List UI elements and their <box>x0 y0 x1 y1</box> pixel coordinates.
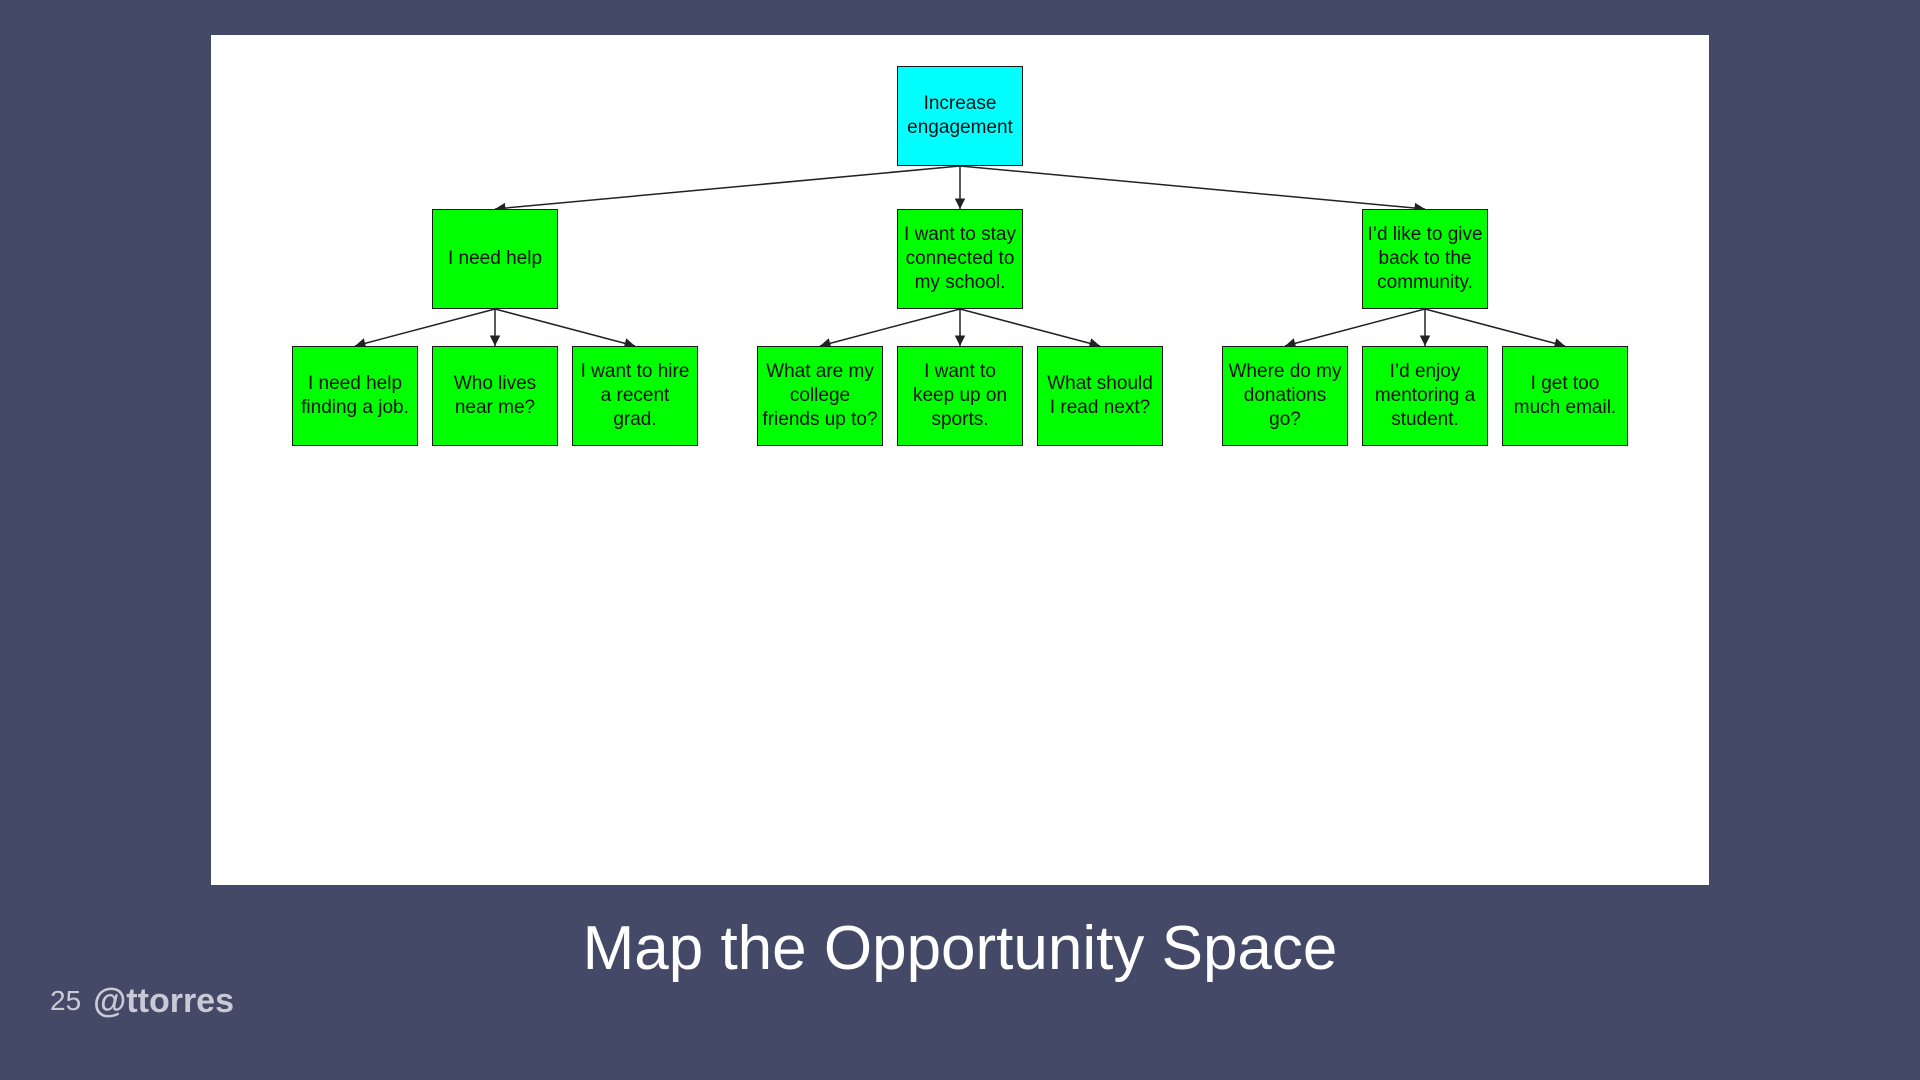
diagram-canvas: Increase engagement I need help I want t… <box>211 35 1709 885</box>
branch-node-school: I want to stay connected to my school. <box>897 209 1023 309</box>
child-node-donations: Where do my donations go? <box>1222 346 1348 446</box>
branch-node-help: I need help <box>432 209 558 309</box>
author-handle: @ttorres <box>93 981 235 1020</box>
child-node-sports: I want to keep up on sports. <box>897 346 1023 446</box>
root-node: Increase engagement <box>897 66 1023 166</box>
child-node-job: I need help finding a job. <box>292 346 418 446</box>
edge-root-to-branch-2 <box>959 165 1426 214</box>
edge-branch-1-to-child-2 <box>959 308 1101 349</box>
child-node-mentoring: I’d enjoy mentoring a student. <box>1362 346 1488 446</box>
edge-branch-1-to-child-0 <box>819 308 961 349</box>
edges-layer <box>354 165 1566 349</box>
edge-branch-0-to-child-0 <box>354 308 496 349</box>
child-node-friends: What are my college friends up to? <box>757 346 883 446</box>
page-number: 25 <box>50 985 82 1016</box>
edge-root-to-branch-0 <box>494 165 961 214</box>
edge-branch-2-to-child-0 <box>1284 308 1426 349</box>
child-node-hire: I want to hire a recent grad. <box>572 346 698 446</box>
edge-branch-0-to-child-2 <box>494 308 636 349</box>
edge-branch-2-to-child-2 <box>1424 308 1566 349</box>
child-node-neighbors: Who lives near me? <box>432 346 558 446</box>
child-node-email: I get too much email. <box>1502 346 1628 446</box>
child-node-reading: What should I read next? <box>1037 346 1163 446</box>
slide-footer: 25 @ttorres <box>50 976 234 1026</box>
branch-node-community: I’d like to give back to the community. <box>1362 209 1488 309</box>
slide-title: Map the Opportunity Space <box>582 914 1338 983</box>
